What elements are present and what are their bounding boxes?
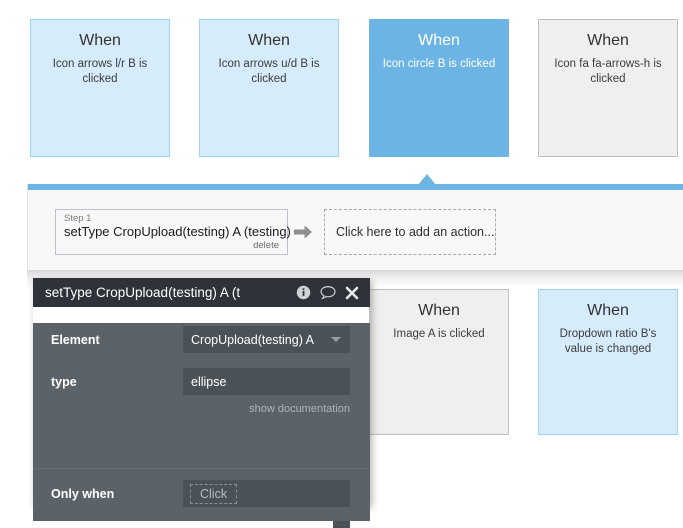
- info-icon[interactable]: [296, 285, 311, 300]
- event-card-subtitle: Icon arrows u/d B is clicked: [218, 58, 320, 85]
- add-action-button[interactable]: Click here to add an action...: [324, 209, 496, 255]
- property-editor-dialog: setType CropUpload(testing) A (t: [33, 278, 370, 528]
- type-input-value: ellipse: [191, 374, 227, 389]
- step-delete-link[interactable]: delete: [253, 240, 279, 251]
- event-card-subtitle: Icon arrows l/r B is clicked: [52, 58, 148, 85]
- event-card-subtitle: Image A is clicked: [393, 328, 485, 340]
- breakpoint-checkbox[interactable]: [333, 521, 350, 528]
- dialog-header[interactable]: setType CropUpload(testing) A (t: [33, 278, 370, 307]
- step-name: setType CropUpload(testing) A (testing): [64, 224, 291, 239]
- event-card-subtitle: Icon circle B is clicked: [382, 58, 496, 70]
- event-card[interactable]: When Icon arrows l/r B is clicked: [30, 19, 170, 157]
- type-input[interactable]: ellipse: [183, 368, 350, 395]
- event-card-subtitle: Icon fa fa-arrows-h is clicked: [554, 58, 662, 85]
- breakpoint-row: Add a breakpoint in debug mode: [33, 521, 370, 528]
- event-card-title: When: [418, 32, 460, 49]
- arrow-right-icon: [293, 223, 313, 241]
- workflow-step-card[interactable]: Step 1 setType CropUpload(testing) A (te…: [55, 209, 291, 255]
- type-field-row: type ellipse: [33, 365, 370, 398]
- event-card-selected[interactable]: When Icon circle B is clicked: [369, 19, 509, 157]
- type-field-label: type: [51, 374, 77, 389]
- close-icon[interactable]: [345, 286, 359, 300]
- event-card-title: When: [79, 32, 121, 49]
- only-when-input[interactable]: Click: [183, 480, 350, 507]
- dialog-body: Element CropUpload(testing) A type ellip…: [33, 323, 370, 528]
- step-index-label: Step 1: [64, 213, 92, 224]
- only-when-label: Only when: [51, 486, 115, 501]
- dialog-section-divider: [33, 468, 370, 469]
- event-card-title: When: [587, 32, 629, 49]
- only-when-placeholder: Click: [190, 483, 238, 504]
- event-card[interactable]: When Icon arrows u/d B is clicked: [199, 19, 339, 157]
- breakpoint-label: Add a breakpoint in debug mode: [51, 523, 333, 528]
- docs-link-row: show documentation: [33, 398, 370, 417]
- only-when-row: Only when Click: [33, 480, 370, 507]
- element-dropdown[interactable]: CropUpload(testing) A: [183, 326, 350, 353]
- workflow-accent-bar: [28, 184, 683, 190]
- event-card-subtitle: Dropdown ratio B's value is changed: [559, 328, 657, 355]
- element-dropdown-value: CropUpload(testing) A: [191, 332, 314, 347]
- element-field-label: Element: [51, 332, 100, 347]
- add-action-label: Click here to add an action...: [336, 225, 495, 239]
- element-field-row: Element CropUpload(testing) A: [33, 323, 370, 356]
- event-card[interactable]: When Dropdown ratio B's value is changed: [538, 289, 678, 435]
- chevron-down-icon: [331, 337, 341, 342]
- event-card[interactable]: When Image A is clicked: [369, 289, 509, 435]
- event-card[interactable]: When Icon fa fa-arrows-h is clicked: [538, 19, 678, 157]
- event-card-title: When: [587, 302, 629, 319]
- workflow-pointer-triangle: [418, 174, 436, 185]
- event-card-title: When: [418, 302, 460, 319]
- show-documentation-link[interactable]: show documentation: [249, 403, 350, 415]
- event-card-title: When: [248, 32, 290, 49]
- comment-icon[interactable]: [320, 285, 336, 300]
- dialog-title: setType CropUpload(testing) A (t: [45, 285, 241, 300]
